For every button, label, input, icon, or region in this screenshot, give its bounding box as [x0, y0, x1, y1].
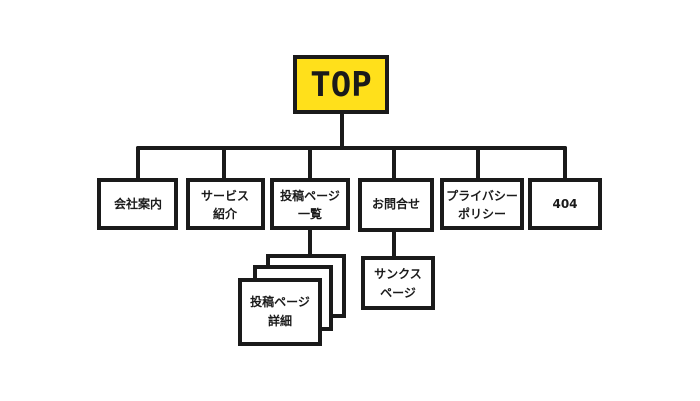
page-node-contact-box [358, 178, 434, 232]
page-node-service-label-line2: 紹介 [213, 206, 238, 221]
top-node-box [293, 55, 389, 114]
thanks-label-line1: サンクス [374, 267, 422, 281]
page-node-posts-label-line1: 投稿ページ [280, 188, 340, 203]
page-node-contact-label: お問合せ [372, 196, 420, 211]
page-node-service: サービス 紹介 [186, 178, 265, 230]
page-node-posts-label-line2: 一覧 [298, 206, 322, 221]
post-detail-label-line2: 詳細 [268, 313, 292, 328]
top-node: TOP [293, 55, 389, 114]
thanks-node: サンクス ページ [361, 256, 435, 310]
page-node-company: 会社案内 [97, 178, 178, 230]
page-node-contact: お問合せ [358, 178, 434, 232]
page-node-posts-box [270, 178, 350, 230]
post-detail-stack: 投稿ページ 詳細 [238, 254, 346, 346]
page-node-company-label: 会社案内 [114, 196, 162, 211]
connectors [136, 110, 567, 260]
page-node-privacy: プライバシー ポリシー [440, 178, 524, 230]
thanks-label-line2: ページ [380, 286, 416, 300]
page-node-privacy-label-line1: プライバシー [446, 188, 518, 203]
top-node-label: TOP [310, 65, 371, 105]
page-node-service-label-line1: サービス [201, 188, 249, 203]
post-detail-card-front [238, 278, 322, 346]
page-node-service-box [186, 178, 265, 230]
thanks-node-box [361, 256, 435, 310]
page-node-privacy-label-line2: ポリシー [458, 206, 506, 221]
page-node-privacy-box [440, 178, 524, 230]
page-node-notfound-box [528, 178, 602, 230]
page-node-notfound-label: 404 [552, 197, 577, 211]
page-node-company-box [97, 178, 178, 230]
page-node-posts: 投稿ページ 一覧 [270, 178, 350, 230]
post-detail-label-line1: 投稿ページ [250, 294, 310, 309]
page-node-notfound: 404 [528, 178, 602, 230]
